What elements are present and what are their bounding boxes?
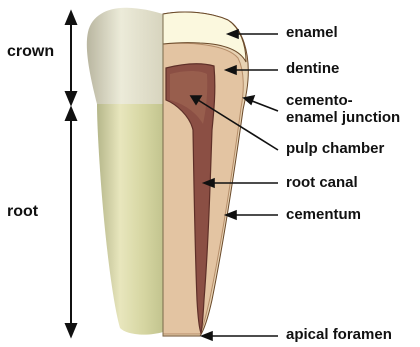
- cej-label-line1: cemento-: [286, 93, 353, 109]
- apical-foramen-leader: [202, 332, 278, 340]
- root-span-arrow: [66, 108, 76, 336]
- tooth-root-photo: [97, 104, 163, 335]
- apical-foramen-label: apical foramen: [286, 327, 392, 343]
- cej-label-line2: enamel junction: [286, 110, 400, 126]
- cementum-leader: [226, 211, 278, 219]
- crown-label: crown: [7, 44, 54, 60]
- pulp-chamber-label: pulp chamber: [286, 141, 384, 157]
- root-canal-label: root canal: [286, 175, 358, 191]
- enamel-leader: [228, 30, 278, 38]
- cej-leader: [244, 96, 278, 111]
- tooth-crown-photo: [87, 8, 163, 104]
- dentine-label: dentine: [286, 61, 339, 77]
- enamel-label: enamel: [286, 25, 338, 41]
- cementum-label: cementum: [286, 207, 361, 223]
- dentine-leader: [226, 66, 278, 74]
- crown-span-arrow: [66, 12, 76, 104]
- root-label: root: [7, 204, 38, 220]
